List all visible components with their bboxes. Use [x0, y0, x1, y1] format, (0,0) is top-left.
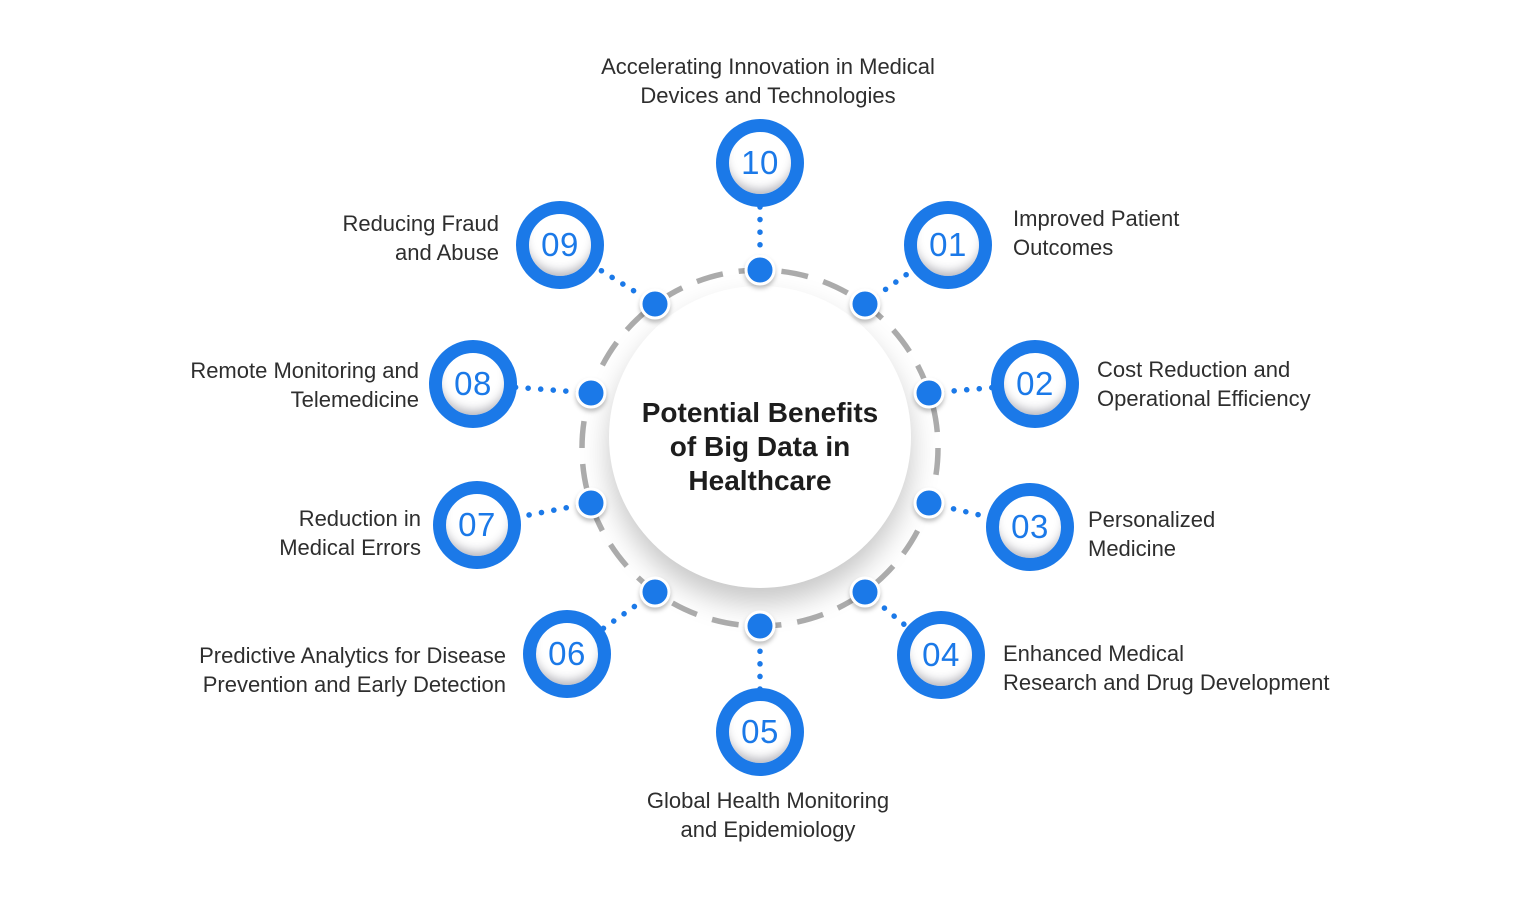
item-label-03: Personalized Medicine [1088, 507, 1216, 561]
item-badge-06: 06 [523, 610, 611, 698]
item-label-01: Improved Patient Outcomes [1013, 206, 1180, 260]
center-disc [609, 286, 911, 588]
ring-node-09 [639, 288, 671, 320]
item-badge-04: 04 [897, 611, 985, 699]
badge-number-05: 05 [741, 713, 779, 750]
ring-node-08 [575, 377, 607, 409]
item-label-02: Cost Reduction and Operational Efficienc… [1097, 357, 1311, 411]
badge-number-09: 09 [541, 226, 579, 263]
badge-number-04: 04 [922, 636, 960, 673]
ring-node-02 [913, 377, 945, 409]
ring-node-01 [849, 288, 881, 320]
badge-number-01: 01 [929, 226, 967, 263]
badge-number-08: 08 [454, 365, 492, 402]
badge-number-07: 07 [458, 506, 496, 543]
item-label-04: Enhanced Medical Research and Drug Devel… [1003, 641, 1330, 695]
ring-node-05 [744, 610, 776, 642]
badge-number-03: 03 [1011, 508, 1049, 545]
ring-node-07 [575, 487, 607, 519]
item-badge-09: 09 [516, 201, 604, 289]
center-title: Potential Benefits of Big Data in Health… [641, 397, 879, 496]
item-badge-05: 05 [716, 688, 804, 776]
item-label-07: Reduction in Medical Errors [279, 506, 421, 560]
item-badge-10: 10 [716, 119, 804, 207]
connector-item-04 [862, 589, 944, 658]
item-label-05: Global Health Monitoring and Epidemiolog… [646, 788, 890, 842]
item-label-06: Predictive Analytics for Disease Prevent… [199, 643, 506, 697]
item-label-09: Reducing Fraud and Abuse [342, 211, 499, 265]
item-badge-01: 01 [904, 201, 992, 289]
ring-node-03 [913, 487, 945, 519]
item-badge-02: 02 [991, 340, 1079, 428]
item-badge-03: 03 [986, 483, 1074, 571]
badge-number-02: 02 [1016, 365, 1054, 402]
badge-number-10: 10 [741, 144, 779, 181]
ring-node-06 [639, 576, 671, 608]
item-badge-08: 08 [429, 340, 517, 428]
item-badge-07: 07 [433, 481, 521, 569]
connector-item-01 [862, 242, 951, 307]
ring-node-04 [849, 576, 881, 608]
badge-number-06: 06 [548, 635, 586, 672]
item-label-08: Remote Monitoring and Telemedicine [190, 358, 419, 412]
ring-node-10 [744, 254, 776, 286]
item-label-10: Accelerating Innovation in Medical Devic… [601, 54, 935, 108]
